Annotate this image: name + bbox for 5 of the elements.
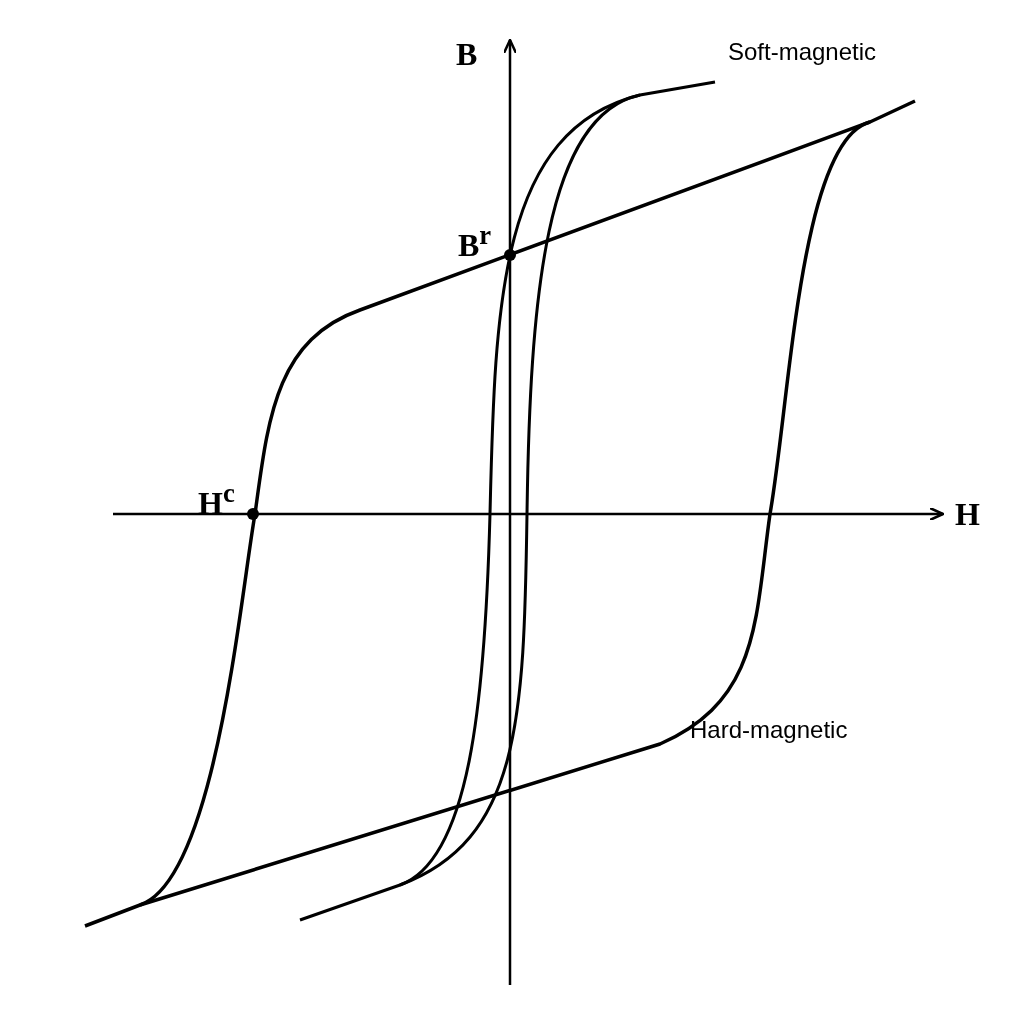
axis-label: B (456, 38, 478, 70)
curve-label: Hard-magnetic (690, 718, 848, 742)
axis-label: H (955, 498, 980, 530)
point-label: B$^{r}$ (458, 222, 492, 261)
curve-label: Soft-magnetic (728, 40, 877, 64)
